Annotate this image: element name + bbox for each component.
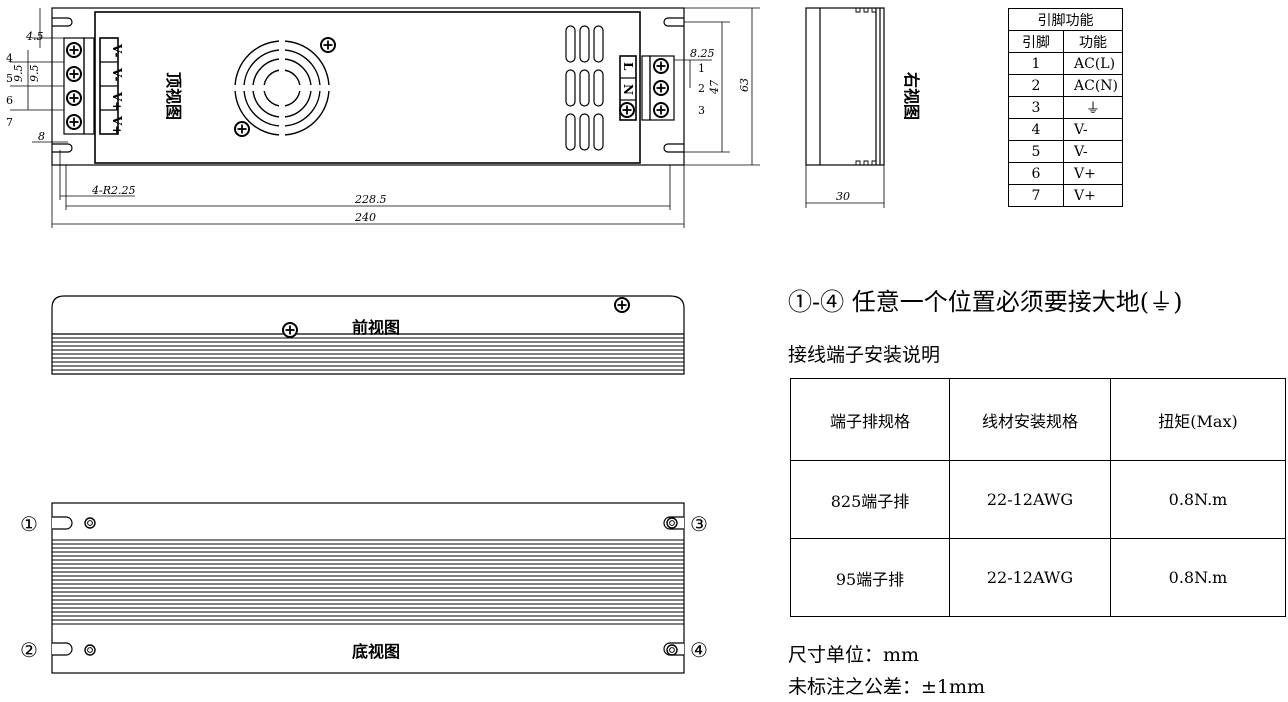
- terminal-label-3: V+: [110, 91, 124, 111]
- tolerance-note: 未标注之公差：±1mm: [788, 676, 986, 698]
- pin-number-6: 6: [6, 94, 13, 107]
- terminal-label-1: V-: [110, 43, 124, 57]
- table-row: 825端子排 22-12AWG 0.8N.m: [790, 460, 1286, 539]
- pin-cell: 7: [1008, 184, 1064, 207]
- dim-228-5: 228.5: [354, 193, 387, 206]
- install-title: 接线端子安装说明: [788, 344, 941, 366]
- pin-cell: 1: [1008, 52, 1064, 75]
- corner-mark-2: ②: [20, 638, 38, 662]
- dim-30: 30: [836, 190, 850, 203]
- terminal-label-4: V+: [110, 115, 124, 135]
- dim-9-5-a: 9.5: [12, 65, 25, 83]
- dim-47: 47: [708, 80, 721, 95]
- function-cell: AC(L): [1063, 52, 1123, 75]
- table-row: 95端子排 22-12AWG 0.8N.m: [790, 538, 1286, 617]
- unit-note: 尺寸单位：mm: [788, 644, 920, 666]
- terminal-screws-left: [66, 42, 82, 130]
- right-view-label: 右视图: [902, 72, 921, 120]
- pin-table-header-pin: 引脚: [1008, 30, 1064, 53]
- corner-mark-4: ④: [690, 638, 708, 662]
- front-view-label: 前视图: [352, 318, 400, 337]
- install-cell: 95端子排: [790, 538, 950, 617]
- pin-number-3: 3: [698, 104, 705, 117]
- bottom-view-screws: [84, 517, 678, 656]
- pin-cell: 5: [1008, 140, 1064, 163]
- table-row: 3⏚: [1008, 96, 1123, 119]
- pin-table-title: 引脚功能: [1008, 8, 1123, 31]
- table-header-row: 端子排规格 线材安装规格 扭矩(Max): [790, 378, 1286, 461]
- top-view-label: 顶视图: [164, 72, 183, 120]
- function-cell: V-: [1063, 118, 1123, 141]
- install-header-wire: 线材安装规格: [949, 378, 1111, 461]
- install-cell: 0.8N.m: [1110, 538, 1286, 617]
- pin-cell: 4: [1008, 118, 1064, 141]
- bottom-view: [51, 502, 685, 674]
- pin-number-1: 1: [698, 62, 705, 75]
- pin-cell: 2: [1008, 74, 1064, 97]
- dim-9-5-b: 9.5: [28, 65, 41, 83]
- ground-note: ①-④ 任意一个位置必须要接大地(⏚): [788, 288, 1183, 316]
- pin-number-5: 5: [6, 72, 13, 85]
- pin-cell: 6: [1008, 162, 1064, 185]
- function-cell: ⏚: [1063, 96, 1123, 119]
- dim-8-25: 8.25: [690, 47, 715, 60]
- install-cell: 22-12AWG: [949, 460, 1111, 539]
- install-cell: 0.8N.m: [1110, 460, 1286, 539]
- dim-63: 63: [738, 78, 751, 92]
- terminal-label-l: L: [621, 62, 635, 71]
- pin-table-header-function: 功能: [1063, 30, 1123, 53]
- dim-radius: 4-R2.25: [91, 184, 136, 197]
- top-view: [10, 7, 760, 228]
- pin-cell: 3: [1008, 96, 1064, 119]
- function-cell: AC(N): [1063, 74, 1123, 97]
- front-view: [51, 295, 685, 375]
- function-cell: V+: [1063, 162, 1123, 185]
- terminal-label-n: N: [621, 84, 635, 95]
- pin-number-7: 7: [6, 116, 13, 129]
- install-cell: 825端子排: [790, 460, 950, 539]
- dim-4-5: 4.5: [25, 30, 44, 43]
- bottom-view-label: 底视图: [352, 642, 400, 661]
- corner-mark-1: ①: [20, 512, 38, 536]
- right-view: [805, 7, 885, 208]
- install-cell: 22-12AWG: [949, 538, 1111, 617]
- install-header-torque: 扭矩(Max): [1110, 378, 1286, 461]
- function-cell: V-: [1063, 140, 1123, 163]
- install-header-terminal: 端子排规格: [790, 378, 950, 461]
- pin-number-2: 2: [698, 82, 705, 95]
- front-view-screws: [282, 297, 630, 338]
- function-cell: V+: [1063, 184, 1123, 207]
- terminal-label-2: V-: [110, 67, 124, 81]
- dim-240: 240: [354, 211, 376, 224]
- corner-mark-3: ③: [690, 512, 708, 536]
- dim-8: 8: [38, 130, 45, 143]
- install-spec-table: 端子排规格 线材安装规格 扭矩(Max) 825端子排 22-12AWG 0.8…: [790, 378, 1286, 617]
- pin-number-4: 4: [6, 52, 13, 65]
